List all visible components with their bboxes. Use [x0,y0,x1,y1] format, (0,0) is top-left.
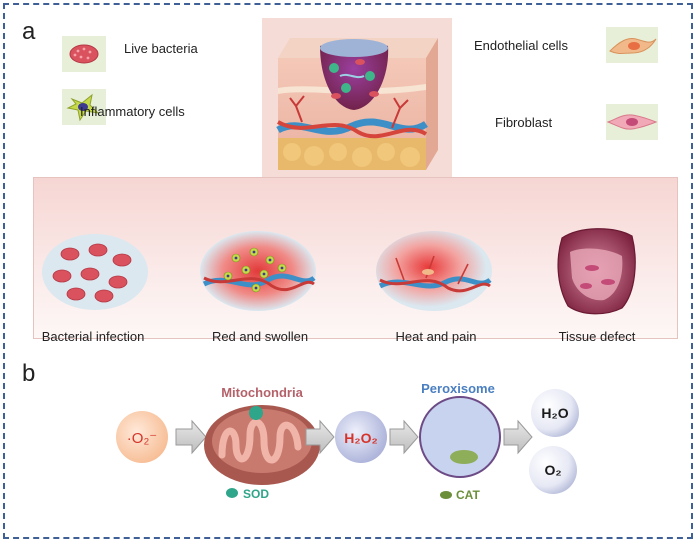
peroxisome-body [419,396,501,478]
live-bacteria-swatch [62,36,106,72]
ros-pathway-diagram: ·O₂⁻ Mitochondria SOD H₂O₂ Peroxisome CA… [116,381,579,502]
inflammatory-cell-swatch [62,89,106,125]
h2o-bubble [531,389,579,437]
live-bacteria-label: Live bacteria [124,41,198,56]
endothelial-cell-swatch [606,27,658,63]
cat-label: CAT [456,488,480,502]
superoxide-label: ·O₂⁻ [127,430,157,447]
stage-red-and-swollen: Red and swollen [211,329,309,344]
sod-marker [249,406,263,420]
heat-pain-illustration [376,231,492,311]
tissue-defect-illustration [557,228,636,315]
arrow-1 [175,419,207,455]
h2o2-bubble [335,411,387,463]
mitochondria-label: Mitochondria [221,385,303,400]
inflammatory-cells-label: Inflammatory cells [80,104,185,119]
fibroblast-swatch [606,104,658,140]
cat-marker [450,450,478,464]
cat-legend-dot [440,491,452,499]
panel-b-letter: b [22,360,36,387]
sod-legend-dot [226,488,238,498]
skin-wound-illustration [262,18,452,178]
stage-tissue-defect: Tissue defect [558,329,636,344]
panel-a-letter: a [22,18,36,45]
o2-label: O₂ [544,462,561,478]
arrow-4 [503,419,533,455]
figure-frame [3,3,693,539]
stage-bacterial-infection: Bacterial infection [41,329,145,344]
peroxisome-label: Peroxisome [421,381,495,396]
o2-bubble [529,446,577,494]
superoxide-bubble [116,411,168,463]
bacterial-infection-illustration [42,234,148,310]
arrow-3 [389,419,419,455]
fibroblast-label: Fibroblast [495,115,553,130]
arrow-2 [305,419,335,455]
endothelial-cells-label: Endothelial cells [474,38,568,53]
h2o-label: H₂O [541,405,568,421]
h2o2-label: H₂O₂ [344,430,377,446]
sod-label: SOD [243,487,269,501]
stage-heat-and-pain: Heat and pain [395,329,477,344]
red-swollen-illustration [200,231,316,311]
